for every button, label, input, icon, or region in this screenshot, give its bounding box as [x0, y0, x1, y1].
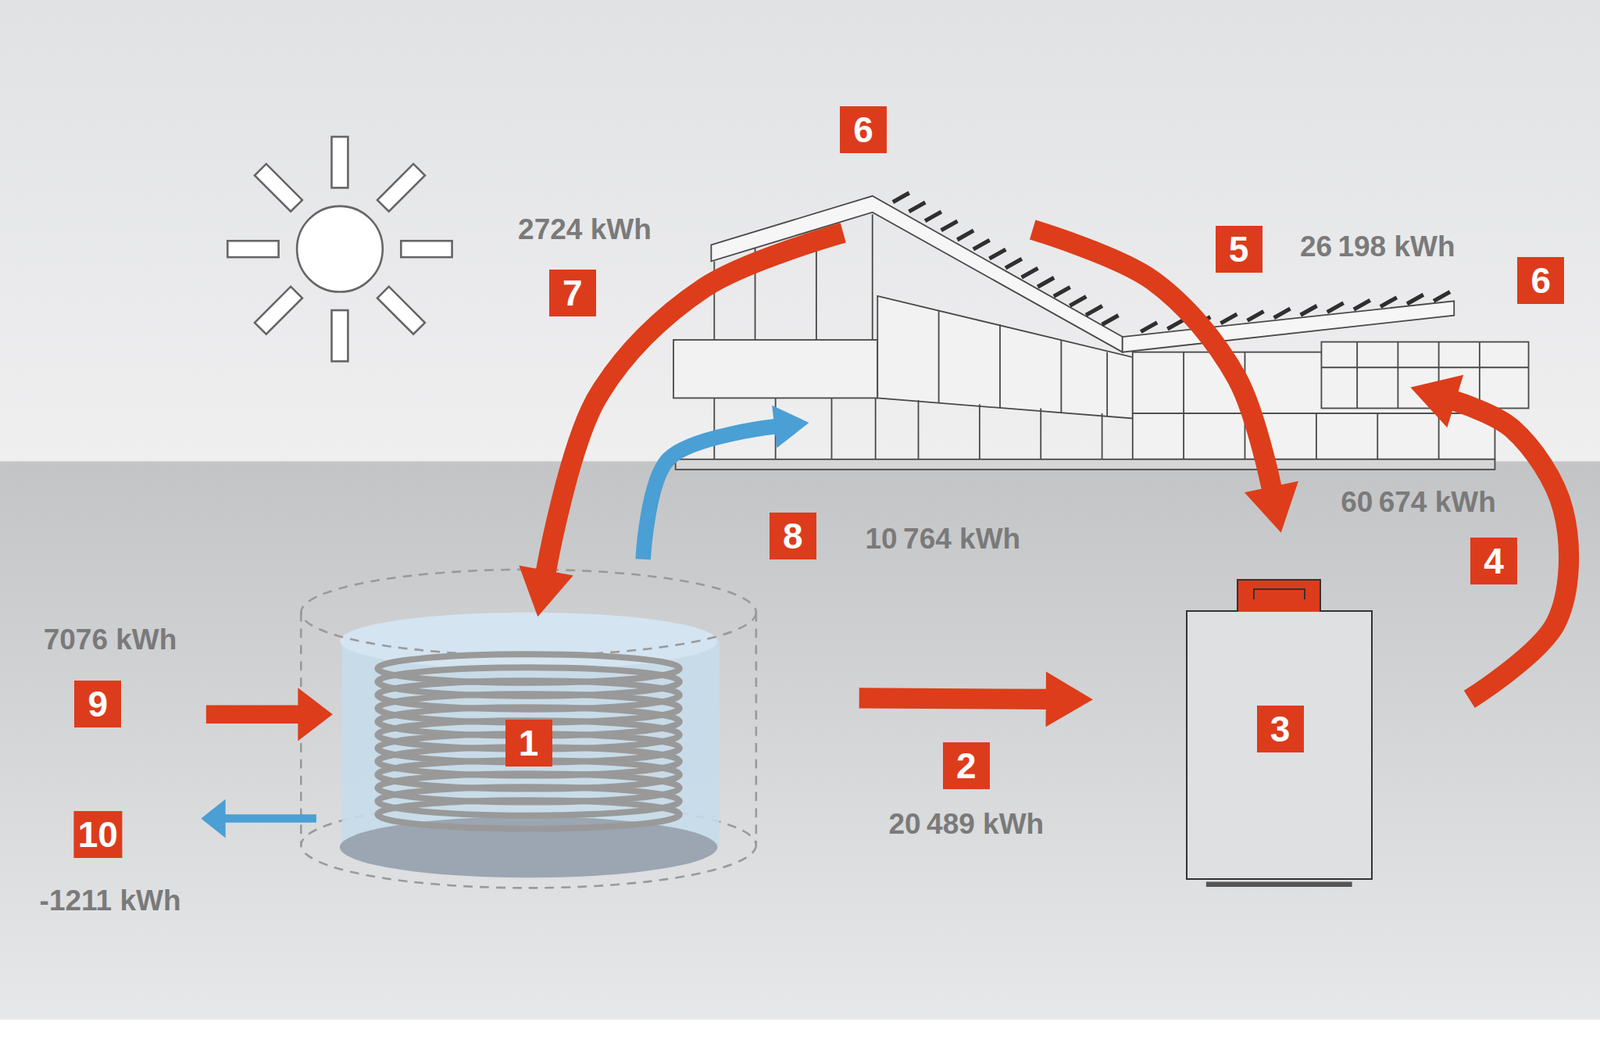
pump-cap — [1236, 578, 1322, 612]
energy-value: 26 198 kWh — [1300, 230, 1456, 264]
pump-foot — [1206, 882, 1353, 888]
callout-number: 4 — [1470, 537, 1518, 585]
energy-value: 60 674 kWh — [1340, 485, 1497, 519]
bottom-strip — [0, 1019, 1600, 1040]
callout-number: 3 — [1257, 705, 1304, 753]
callout-number: 2 — [942, 742, 990, 790]
energy-value: 20 489 kWh — [889, 807, 1045, 841]
sky-band — [0, 0, 1600, 463]
callout-number: 1 — [505, 719, 553, 767]
sun-symbol — [227, 136, 452, 361]
flow-arrow — [200, 687, 333, 838]
callout-number: 8 — [769, 512, 817, 560]
flow-arrow — [546, 232, 843, 572]
flow-arrow — [859, 697, 1047, 699]
callout-number: 9 — [74, 680, 122, 728]
energy-value: -1211 kWh — [39, 884, 182, 918]
callout-number: 6 — [1517, 257, 1565, 304]
flow-arrow — [642, 426, 775, 560]
flow-arrow — [1454, 400, 1570, 700]
energy-value: 7076 kWh — [43, 623, 178, 657]
callout-number: 7 — [549, 269, 597, 317]
callout-number: 10 — [74, 810, 122, 858]
energy-value: 2724 kWh — [517, 213, 652, 247]
callout-number: 6 — [839, 106, 887, 154]
callout-number: 5 — [1215, 225, 1263, 273]
ground-band — [0, 460, 1600, 1021]
energy-value: 10 764 kWh — [865, 522, 1022, 556]
storage-tank: 1 — [300, 571, 758, 888]
storage-tank — [300, 569, 757, 889]
heat-pump: 3 — [1185, 610, 1373, 880]
